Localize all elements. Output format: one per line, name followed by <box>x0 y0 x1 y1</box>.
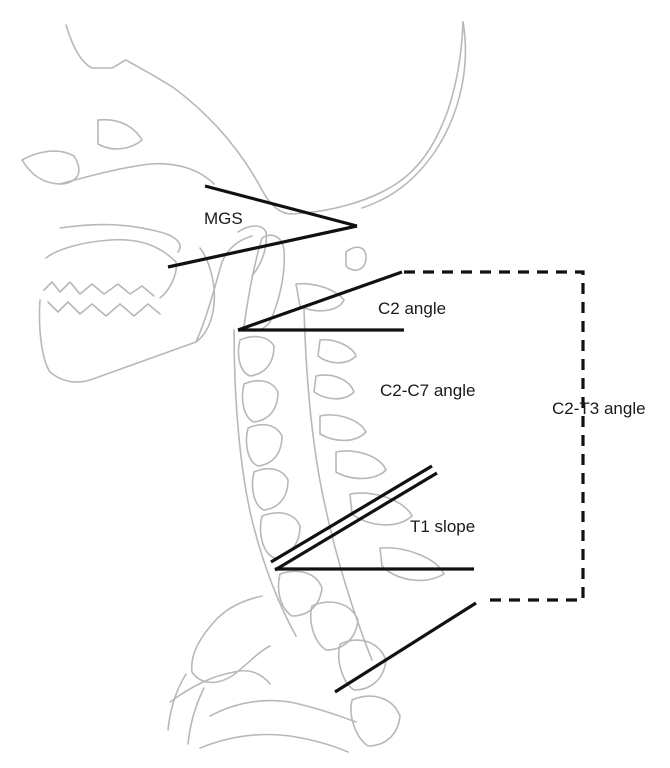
c7-body <box>259 512 301 559</box>
maxilla-outline <box>45 238 178 299</box>
anterior-cord <box>233 329 297 637</box>
t1-slope-endplate-line-a <box>270 464 433 564</box>
occiput-outline <box>361 21 467 209</box>
mandible-ramus <box>195 235 253 343</box>
mgs-upper-line <box>204 184 358 228</box>
zygoma-outline <box>59 162 215 185</box>
t3-body <box>338 639 387 691</box>
orbit-outline <box>97 118 143 150</box>
c2-spinous <box>295 282 345 312</box>
rib-outline-lower <box>199 733 349 753</box>
mgs-label: MGS <box>204 209 243 228</box>
mandible-outline <box>38 247 216 383</box>
c5-body <box>245 423 283 467</box>
c6-spinous <box>335 450 387 480</box>
lower-teeth <box>47 301 161 317</box>
c2-c7-angle-label: C2-C7 angle <box>380 381 475 400</box>
mgs-lower-line <box>167 224 358 269</box>
c2-angle-endplate-line <box>237 270 403 332</box>
posterior-cord <box>303 307 373 661</box>
shoulder-outline <box>167 595 357 753</box>
c6-body <box>251 467 289 511</box>
c2-t3-dashed-connector <box>404 270 585 602</box>
measurement-lines <box>167 184 585 694</box>
nasal-outline <box>21 150 80 185</box>
t1-spinous <box>379 547 445 582</box>
t1-slope-endplate-line-b <box>274 471 438 572</box>
t1-slope-label: T1 slope <box>410 517 475 536</box>
t1-body <box>277 570 323 617</box>
t3-endplate-line <box>334 601 477 694</box>
t4-body <box>350 695 401 747</box>
upper-teeth <box>43 281 155 297</box>
c7-spinous <box>349 492 413 526</box>
humerus-outline <box>167 673 205 745</box>
c4-body <box>241 379 279 423</box>
labels: MGS C2 angle C2-C7 angle C2-T3 angle T1 … <box>204 209 646 536</box>
styloid-outline <box>237 225 268 277</box>
skull-outline <box>21 21 467 383</box>
t2-body <box>310 601 359 651</box>
c2-t3-angle-label: C2-T3 angle <box>552 399 646 418</box>
spine-outline <box>233 234 445 747</box>
c5-spinous <box>319 414 367 442</box>
c3-spinous <box>317 338 357 364</box>
clavicle-outline <box>169 669 271 703</box>
scapula-outline <box>190 595 271 684</box>
c4-spinous <box>313 374 355 400</box>
palate-outline <box>59 223 181 253</box>
c3-body <box>237 335 275 377</box>
c2-angle-label: C2 angle <box>378 299 446 318</box>
c1-atlas <box>345 246 367 271</box>
cranium-outline <box>65 21 464 215</box>
rib-outline <box>209 699 357 723</box>
